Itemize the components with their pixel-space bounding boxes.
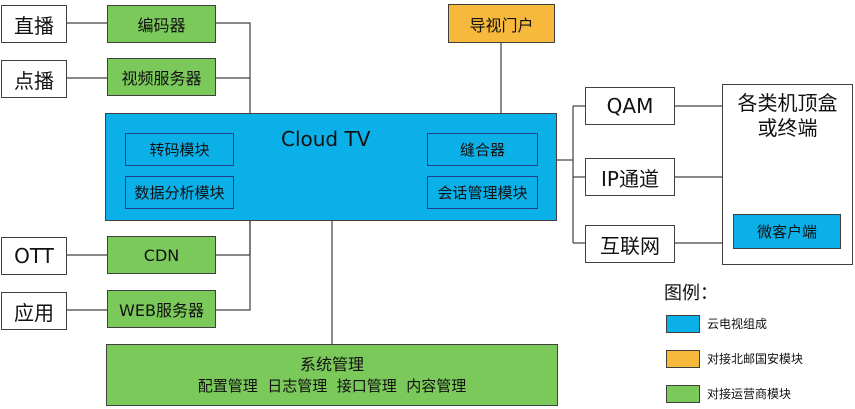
stitcher-module: 缝合器 <box>427 133 538 166</box>
transcode-module: 转码模块 <box>125 133 234 166</box>
legend-label-green: 对接运营商模块 <box>707 387 792 401</box>
legend-title: 图例： <box>664 283 718 304</box>
source-vod: 点播 <box>1 60 67 98</box>
encoder-box: 编码器 <box>107 5 216 43</box>
channel-ip: IP通道 <box>585 158 675 196</box>
source-live: 直播 <box>1 5 67 43</box>
video-server-box: 视频服务器 <box>107 58 216 96</box>
legend-swatch-orange <box>666 350 700 368</box>
system-mgmt-title: 系统管理 <box>299 354 364 374</box>
source-app: 应用 <box>1 292 67 330</box>
terminal-title: 各类机顶盒 或终端 <box>737 91 838 140</box>
system-mgmt-box: 系统管理 配置管理 日志管理 接口管理 内容管理 <box>106 344 558 406</box>
data-analysis-module: 数据分析模块 <box>125 176 234 209</box>
legend-swatch-blue <box>666 315 700 333</box>
cloud-tv-title: Cloud TV <box>281 127 371 151</box>
system-mgmt-subtitle: 配置管理 日志管理 接口管理 内容管理 <box>197 376 467 395</box>
cdn-box: CDN <box>107 236 216 274</box>
channel-qam: QAM <box>585 87 675 125</box>
portal-box: 导视门户 <box>448 4 555 43</box>
legend-label-orange: 对接北邮国安模块 <box>707 352 804 366</box>
web-server-box: WEB服务器 <box>107 290 216 328</box>
session-mgmt-module: 会话管理模块 <box>427 176 538 209</box>
terminal-box: 各类机顶盒 或终端 微客户端 <box>722 84 853 265</box>
legend-label-blue: 云电视组成 <box>707 317 768 331</box>
micro-client-box: 微客户端 <box>733 214 841 249</box>
cloud-tv-box: Cloud TV 转码模块 数据分析模块 缝合器 会话管理模块 <box>105 113 557 221</box>
source-ott: OTT <box>1 237 67 275</box>
channel-internet: 互联网 <box>585 225 675 263</box>
legend-swatch-green <box>666 385 700 403</box>
